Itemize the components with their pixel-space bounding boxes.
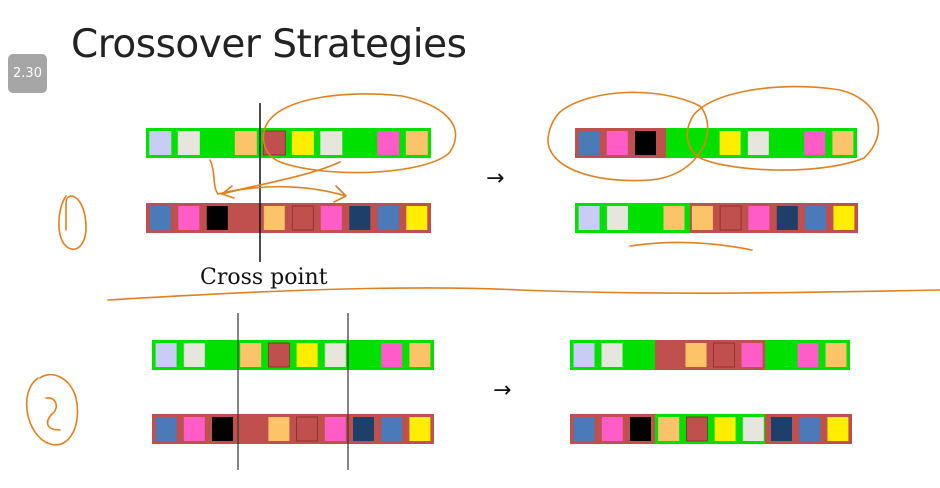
ink-annotation-1 xyxy=(58,195,87,250)
child-2a-gene-5 xyxy=(713,342,735,368)
parent-1b-gene-0 xyxy=(149,206,171,230)
parent-2b-chromosome xyxy=(152,414,434,444)
child-2a-gene-0 xyxy=(573,343,595,367)
parent-2a-gene-3 xyxy=(240,343,262,367)
child-2a-gene-9 xyxy=(825,343,847,367)
slide-title: Crossover Strategies xyxy=(71,22,467,67)
child-1b-gene-6 xyxy=(748,206,770,230)
child-1a-gene-2 xyxy=(635,131,656,155)
arrow-2: → xyxy=(493,378,512,403)
arrow-1: → xyxy=(486,166,505,191)
parent-2b-gene-7 xyxy=(353,417,374,441)
parent-2b-gene-1 xyxy=(183,417,205,441)
parent-2b-gene-9 xyxy=(409,417,431,441)
parent-2b-gene-8 xyxy=(381,417,403,441)
parent-1a-gene-1 xyxy=(177,131,200,155)
child-2b-gene-2 xyxy=(630,417,651,441)
child-2b-chromosome xyxy=(570,414,852,444)
child-1b-gene-4 xyxy=(691,206,713,230)
parent-1a-gene-5 xyxy=(291,131,314,155)
ink-swap-arrow-left xyxy=(221,161,341,199)
parent-1b-gene-7 xyxy=(349,206,371,230)
cross-point-label: Cross point xyxy=(200,265,328,290)
parent-1b-gene-6 xyxy=(320,206,342,230)
ink-loop-child-tail xyxy=(686,85,880,171)
parent-1b-gene-8 xyxy=(377,206,399,230)
ink-annotation-2 xyxy=(25,373,79,446)
child-1b-gene-1 xyxy=(606,206,628,230)
parent-2a-gene-1 xyxy=(183,343,205,367)
child-2b-gene-1 xyxy=(601,417,623,441)
parent-2b-gene-5 xyxy=(296,416,319,442)
parent-1a-chromosome xyxy=(146,128,431,158)
child-1b-gene-0 xyxy=(578,206,600,230)
child-2b-gene-5 xyxy=(714,417,736,441)
child-2a-gene-1 xyxy=(601,343,623,367)
child-2a-chromosome xyxy=(570,340,850,370)
parent-1b-gene-2 xyxy=(206,206,228,230)
child-1a-gene-9 xyxy=(832,131,854,155)
child-1b-segment-1 xyxy=(690,203,858,233)
child-1b-chromosome xyxy=(575,203,858,233)
parent-2a-chromosome xyxy=(152,340,434,370)
parent-2a-gene-5 xyxy=(296,343,318,367)
child-1b-gene-8 xyxy=(805,206,826,230)
child-2b-gene-4 xyxy=(686,416,708,442)
parent-1b-gene-4 xyxy=(263,206,285,230)
child-2a-gene-4 xyxy=(685,343,707,367)
child-2b-gene-3 xyxy=(658,417,680,441)
ink-divider-line xyxy=(107,287,940,301)
child-2b-gene-8 xyxy=(799,417,821,441)
parent-2a-gene-8 xyxy=(381,343,403,367)
child-2b-gene-9 xyxy=(827,417,849,441)
child-2b-gene-6 xyxy=(742,417,764,441)
child-2b-gene-0 xyxy=(573,417,595,441)
child-1a-chromosome xyxy=(575,128,857,158)
parent-1b-gene-9 xyxy=(406,206,428,230)
parent-1b-gene-5 xyxy=(291,205,314,231)
child-1a-gene-0 xyxy=(578,131,600,155)
child-2b-gene-7 xyxy=(771,417,792,441)
timestamp-badge: 2.30 xyxy=(8,54,47,93)
child-1b-gene-9 xyxy=(833,206,855,230)
ink-loop-child-head xyxy=(547,91,709,182)
child-1a-gene-1 xyxy=(606,131,628,155)
ink-underline-child xyxy=(629,241,753,251)
parent-2b-gene-2 xyxy=(212,417,233,441)
parent-1a-gene-8 xyxy=(377,131,400,155)
parent-2a-gene-4 xyxy=(267,342,290,368)
parent-1a-gene-3 xyxy=(234,131,257,155)
parent-2a-gene-6 xyxy=(324,343,346,367)
parent-1a-gene-0 xyxy=(149,131,172,155)
child-1a-gene-8 xyxy=(804,131,826,155)
child-1a-gene-6 xyxy=(747,131,769,155)
parent-2a-gene-0 xyxy=(155,343,177,367)
child-1a-gene-5 xyxy=(719,131,741,155)
child-1b-gene-5 xyxy=(719,205,742,231)
child-1b-gene-7 xyxy=(776,206,798,230)
parent-1a-gene-6 xyxy=(320,131,343,155)
parent-1a-gene-9 xyxy=(405,131,428,155)
child-2a-gene-6 xyxy=(741,343,763,367)
parent-1b-gene-1 xyxy=(178,206,200,230)
parent-1b-chromosome xyxy=(146,203,431,233)
parent-2b-gene-4 xyxy=(268,417,290,441)
parent-2b-gene-0 xyxy=(155,417,177,441)
ink-loop-parent-tail xyxy=(262,93,457,174)
parent-2b-gene-6 xyxy=(324,417,346,441)
child-2a-gene-8 xyxy=(797,343,819,367)
child-1b-gene-3 xyxy=(663,206,685,230)
parent-2a-gene-9 xyxy=(409,343,431,367)
